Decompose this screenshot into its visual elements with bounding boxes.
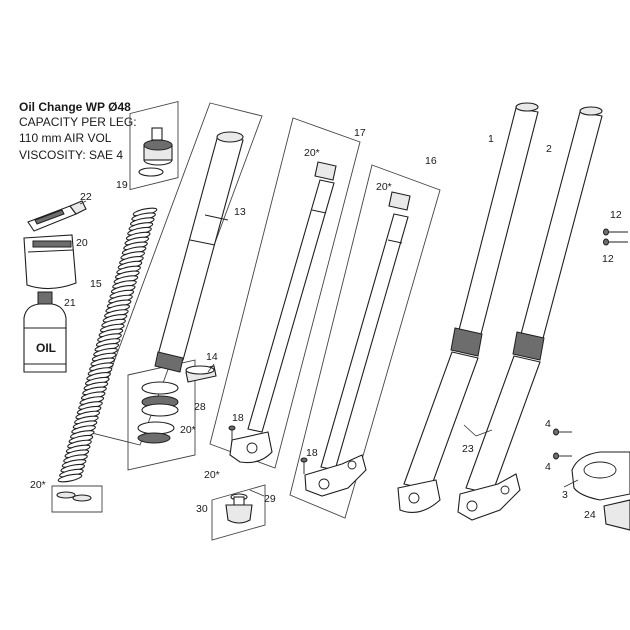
- label-30: 30: [196, 503, 208, 515]
- seal-head: [138, 127, 173, 177]
- label-12a: 12: [610, 209, 622, 221]
- inner-tube-outline: [87, 102, 263, 446]
- screw-right: [300, 457, 308, 474]
- seal-kit-outline: [129, 101, 179, 191]
- diagram-title: Oil Change WP Ø48: [19, 100, 131, 114]
- label-20-star-c: 20*: [304, 147, 320, 159]
- air-volume-label: 110 mm AIR VOL: [19, 131, 112, 145]
- spring-seats: [56, 491, 92, 502]
- label-20-star-b: 20*: [180, 424, 196, 436]
- compression-valve: [225, 493, 253, 524]
- small-parts-outline: [51, 485, 103, 513]
- inner-tube: [154, 131, 244, 373]
- label-1: 1: [488, 133, 494, 145]
- fork-leg-left: [397, 102, 539, 513]
- spring-coil: [57, 473, 83, 483]
- screw-left: [228, 425, 236, 442]
- label-21: 21: [64, 297, 76, 309]
- label-22: 22: [80, 191, 92, 203]
- label-13: 13: [234, 206, 246, 218]
- grease-pouch: [23, 234, 77, 290]
- clamp-bolt-lower: [553, 452, 572, 460]
- label-4a: 4: [545, 418, 551, 430]
- clamp-bolt-upper: [553, 428, 572, 436]
- stem-part: [603, 499, 630, 531]
- right-cartridge: [304, 191, 411, 497]
- label-2: 2: [546, 143, 552, 155]
- right-cartridge-outline: [289, 164, 441, 519]
- label-29: 29: [264, 493, 276, 505]
- label-15: 15: [90, 278, 102, 290]
- dust-bushing: [185, 365, 217, 383]
- left-cartridge: [229, 161, 337, 464]
- label-18a: 18: [232, 412, 244, 424]
- label-20-star-d: 20*: [376, 181, 392, 193]
- label-19: 19: [116, 179, 128, 191]
- fork-spring: [57, 207, 158, 483]
- triple-clamp: [571, 451, 630, 501]
- grease-tube: [27, 200, 87, 232]
- viscosity-label: VISCOSITY: SAE 4: [19, 148, 124, 162]
- label-20: 20: [76, 237, 88, 249]
- left-cartridge-outline: [209, 117, 361, 469]
- label-12b: 12: [602, 253, 614, 265]
- bushing-rings: [137, 381, 179, 444]
- oil-bottle-label: OIL: [36, 341, 56, 355]
- oil-bottle: [23, 291, 67, 373]
- label-24: 24: [584, 509, 596, 521]
- label-28: 28: [194, 401, 206, 413]
- valve-outline: [211, 484, 266, 541]
- label-20-star-a: 20*: [30, 479, 46, 491]
- label-17: 17: [354, 127, 366, 139]
- label-16: 16: [425, 155, 437, 167]
- label-14: 14: [206, 351, 218, 363]
- label-23: 23: [462, 443, 474, 455]
- capacity-label: CAPACITY PER LEG:: [19, 115, 137, 129]
- label-4b: 4: [545, 461, 551, 473]
- label-18b: 18: [306, 447, 318, 459]
- label-3: 3: [562, 489, 568, 501]
- bolt-lower: [603, 238, 628, 246]
- label-20-star-e: 20*: [204, 469, 220, 481]
- bolt-upper: [603, 228, 628, 236]
- fork-leg-right: [457, 106, 603, 521]
